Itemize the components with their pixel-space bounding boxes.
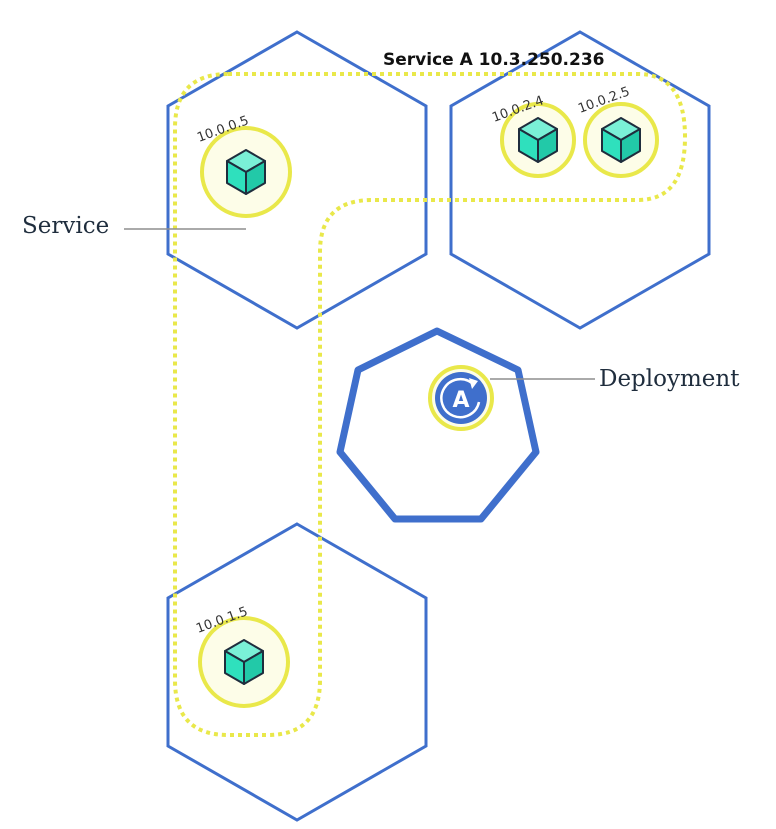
pod-1: 10.0.0.5 [195,113,292,218]
service-label: Service [22,213,109,239]
service-title: Service A 10.3.250.236 [383,50,605,70]
pod-cube-icon [518,117,558,163]
deployment-icon: A [428,365,494,431]
pod-cube-icon [226,149,266,195]
pod-2: 10.0.2.4 [490,93,576,178]
service-boundary [173,72,688,737]
node-hexagon-2 [449,30,711,330]
node-hexagon-1 [166,30,428,330]
node-hexagon-3 [166,522,428,822]
deployment-icon-letter: A [452,388,469,413]
deployment-heptagon [336,327,540,523]
pod-cube-icon [601,117,641,163]
pod-3: 10.0.2.5 [576,84,659,178]
pod-cube-icon [224,639,264,685]
deployment-label: Deployment [599,366,740,392]
pod-4: 10.0.1.5 [194,604,290,708]
